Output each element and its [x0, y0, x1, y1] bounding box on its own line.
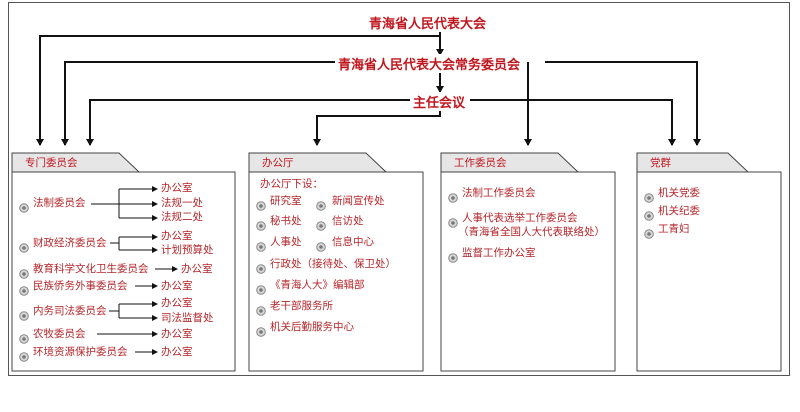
- bullet-icon: [19, 347, 29, 362]
- bullet-icon: [644, 188, 654, 203]
- bullet-icon: [256, 301, 266, 316]
- office-item: 机关后勤服务中心: [270, 321, 354, 333]
- panel-frame: [636, 152, 782, 372]
- panel-frame: [248, 152, 424, 372]
- bullet-icon: [19, 329, 29, 344]
- committee-sub: 办公室: [161, 280, 193, 292]
- committee-sub: 办公室: [161, 328, 193, 340]
- office-item: 人事处: [270, 236, 302, 248]
- office-item: 行政处（接待处、保卫处）: [270, 258, 396, 270]
- work-item: 法制工作委员会: [462, 187, 536, 199]
- office-item: 《青海人大》编辑部: [270, 279, 365, 291]
- bullet-icon: [256, 322, 266, 337]
- office-item: 新闻宣传处: [332, 195, 385, 207]
- bullet-icon: [448, 188, 458, 203]
- committee-sub: 法规二处: [161, 211, 203, 223]
- bullet-icon: [256, 216, 266, 231]
- diagram-frame: [8, 2, 790, 376]
- panel-title: 党群: [650, 157, 671, 169]
- committee-name: 内务司法委员会: [33, 305, 107, 317]
- bullet-icon: [644, 224, 654, 239]
- bullet-icon: [448, 213, 458, 228]
- bullet-icon: [256, 259, 266, 274]
- bullet-icon: [19, 238, 29, 253]
- committee-sub: 办公室: [161, 346, 193, 358]
- bullet-icon: [256, 237, 266, 252]
- committee-sub: 计划预算处: [161, 244, 214, 256]
- special-committees-panel: 专门委员会 法制委员会 办公室 法: [11, 152, 236, 372]
- committee-sub: 办公室: [161, 297, 193, 309]
- work-item: 人事代表选举工作委员会: [462, 212, 578, 224]
- general-office-panel: 办公厅 办公厅下设： 研究室 新闻宣传处 秘书处 信访处 人事处 信息中心 行政…: [248, 152, 424, 372]
- panel-frame: [11, 152, 236, 372]
- office-intro: 办公厅下设：: [260, 178, 323, 190]
- bullet-icon: [19, 281, 29, 296]
- panel-frame: [440, 152, 616, 372]
- committee-name: 民族侨务外事委员会: [33, 280, 128, 292]
- party-item: 工青妇: [658, 223, 690, 235]
- standing-committee-title: 青海省人民代表大会常务委员会: [335, 54, 524, 73]
- committee-name: 教育科学文化卫生委员会: [33, 263, 149, 275]
- bullet-icon: [316, 216, 326, 231]
- committee-name: 财政经济委员会: [33, 237, 107, 249]
- work-item: 监督工作办公室: [462, 247, 536, 259]
- committee-sub: 法规一处: [161, 197, 203, 209]
- office-item: 秘书处: [270, 215, 302, 227]
- bullet-icon: [644, 206, 654, 221]
- office-item: 研究室: [270, 195, 302, 207]
- panel-title: 办公厅: [262, 157, 294, 169]
- bullet-icon: [316, 196, 326, 211]
- bullet-icon: [19, 198, 29, 213]
- office-item: 老干部服务所: [270, 300, 333, 312]
- congress-title: 青海省人民代表大会: [366, 13, 490, 32]
- bullet-icon: [19, 306, 29, 321]
- committee-sub: 办公室: [181, 263, 213, 275]
- committee-sub: 办公室: [161, 182, 193, 194]
- bullet-icon: [256, 280, 266, 295]
- work-item-note: （青海省全国人大代表联络处）: [458, 226, 605, 238]
- bullet-icon: [316, 237, 326, 252]
- office-item: 信息中心: [332, 236, 374, 248]
- office-item: 信访处: [332, 215, 364, 227]
- committee-name: 农牧委员会: [33, 328, 86, 340]
- panel-title: 专门委员会: [25, 157, 78, 169]
- party-item: 机关纪委: [658, 205, 700, 217]
- party-item: 机关党委: [658, 187, 700, 199]
- committee-name: 环境资源保护委员会: [33, 346, 128, 358]
- bullet-icon: [19, 264, 29, 279]
- committee-sub: 办公室: [161, 230, 193, 242]
- bullet-icon: [448, 248, 458, 263]
- bullet-icon: [256, 196, 266, 211]
- committee-name: 法制委员会: [33, 197, 86, 209]
- working-committees-panel: 工作委员会 法制工作委员会 人事代表选举工作委员会 （青海省全国人大代表联络处）…: [440, 152, 616, 372]
- committee-sub: 司法监督处: [161, 312, 214, 324]
- panel-title: 工作委员会: [454, 157, 507, 169]
- director-meeting-title: 主任会议: [410, 92, 469, 111]
- party-mass-panel: 党群 机关党委 机关纪委 工青妇: [636, 152, 782, 372]
